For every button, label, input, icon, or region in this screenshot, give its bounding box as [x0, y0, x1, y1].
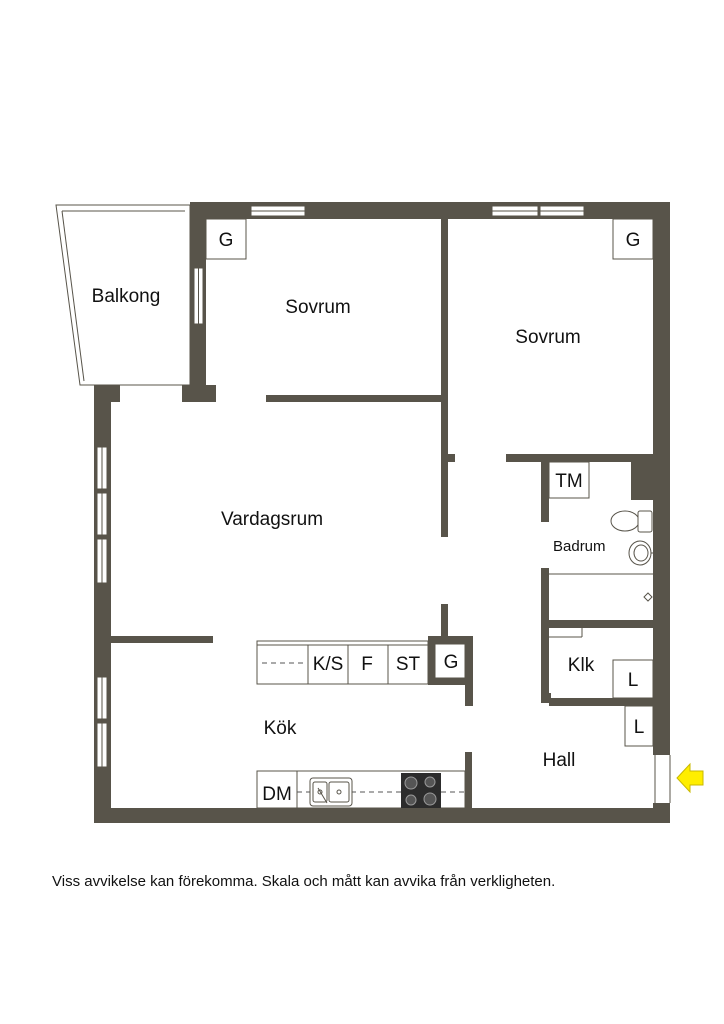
wardrobe-kok: G	[434, 643, 466, 679]
disclaimer-text: Viss avvikelse kan förekomma. Skala och …	[52, 873, 556, 890]
room-label-kok: Kök	[264, 718, 297, 739]
room-label-balkong: Balkong	[92, 286, 161, 307]
hall-storage-box: L	[624, 705, 654, 747]
room-label-hall: Hall	[543, 750, 576, 771]
wardrobe-label: G	[444, 652, 459, 673]
room-label-badrum: Badrum	[553, 538, 606, 555]
room-label-sovrum-1: Sovrum	[285, 297, 350, 318]
kitchen-sink-icon	[309, 777, 353, 807]
tm-box: TM	[548, 461, 590, 499]
wardrobe-label: G	[219, 230, 234, 251]
wardrobe-label: G	[626, 230, 641, 251]
freezer-label: F	[361, 654, 373, 675]
entrance-arrow-icon	[676, 762, 704, 794]
room-label-sovrum-2: Sovrum	[515, 327, 580, 348]
storage-cabinet-label: ST	[396, 654, 421, 675]
room-label-klk: Klk	[568, 655, 595, 676]
klk-storage-box: L	[612, 659, 654, 699]
floor-drain-icon	[643, 592, 653, 602]
dishwasher-label: DM	[262, 784, 292, 805]
interior-walls	[111, 219, 655, 808]
toilet-icon	[610, 510, 653, 533]
room-label-vardagsrum: Vardagsrum	[221, 509, 323, 530]
stove-icon	[401, 773, 441, 808]
exterior-walls	[94, 202, 670, 823]
fridge-freezer-label: K/S	[313, 654, 344, 675]
washbasin-icon	[628, 540, 653, 566]
tm-label: TM	[555, 471, 582, 492]
kitchen-counter-top: K/S F ST	[256, 640, 429, 685]
storage-label: L	[628, 670, 639, 691]
storage-label: L	[634, 717, 645, 738]
balcony-rail-side	[61, 210, 85, 382]
windows	[96, 205, 585, 768]
wardrobe-sovrum-2: G	[612, 218, 654, 260]
wardrobe-sovrum-1: G	[205, 218, 247, 260]
